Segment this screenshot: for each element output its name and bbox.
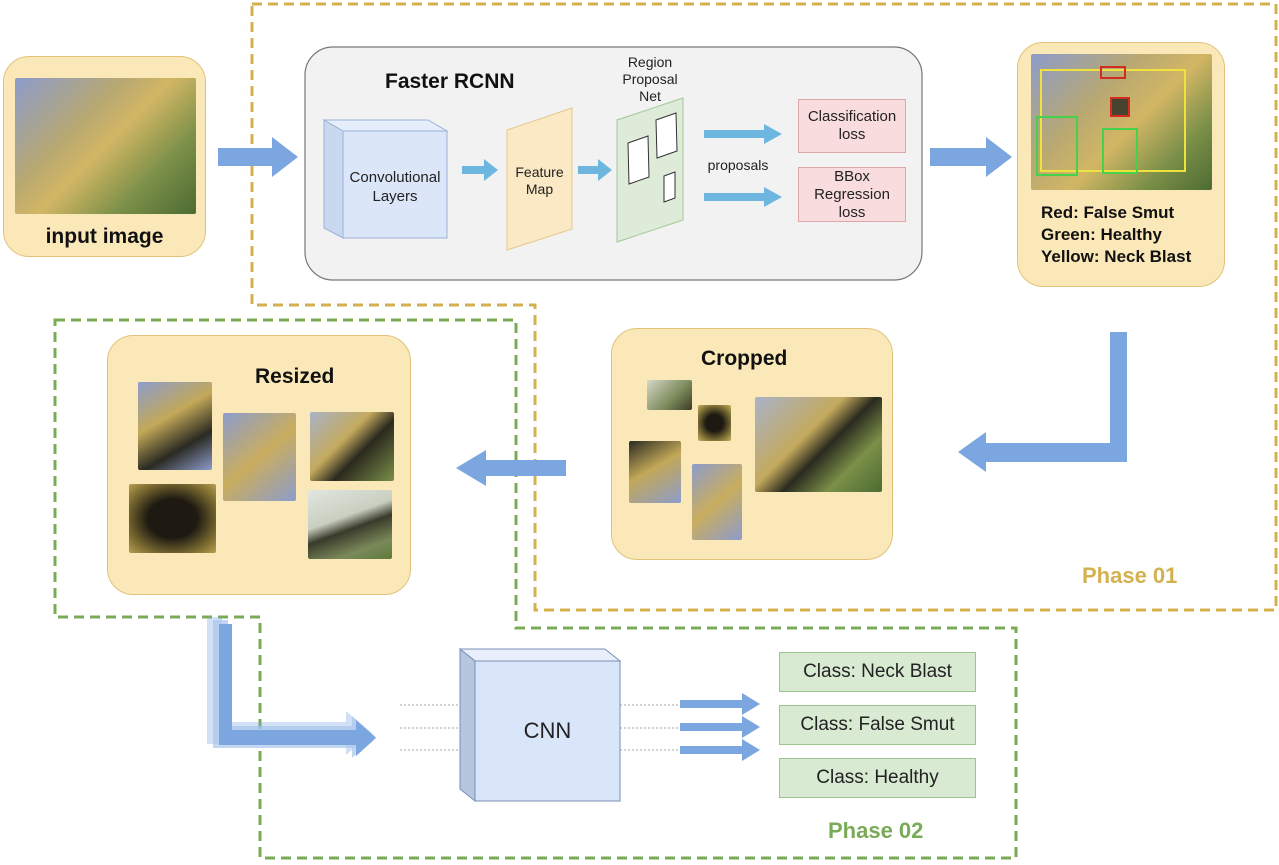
- faster-rcnn-container: [304, 46, 923, 281]
- resized-1: [138, 382, 212, 470]
- detection-photo: [1031, 54, 1212, 190]
- phase2-label: Phase 02: [828, 818, 924, 843]
- crop-1: [647, 380, 692, 410]
- resized-2: [223, 413, 296, 501]
- cnn-label: CNN: [523, 718, 572, 743]
- conv-layers-label: Convolutional Layers: [349, 169, 441, 205]
- input-photo: [15, 78, 196, 214]
- cnn-input-lines: [400, 704, 680, 751]
- class-false-smut: Class: False Smut: [779, 705, 976, 745]
- crop-3: [629, 441, 681, 503]
- rpn-shape: [616, 97, 684, 243]
- resized-title: Resized: [255, 365, 335, 388]
- bbox-red-2: [1110, 97, 1130, 117]
- legend-green: Green: Healthy: [1041, 225, 1162, 244]
- rcnn-arrows: [462, 124, 782, 207]
- flow-arrows: [207, 137, 1127, 761]
- phase1-label: Phase 01: [1082, 563, 1178, 588]
- rpn-label: Region Proposal Net: [622, 54, 678, 104]
- faster-rcnn-title: Faster RCNN: [385, 70, 515, 93]
- class-healthy: Class: Healthy: [779, 758, 976, 798]
- input-image-label: input image: [45, 225, 164, 248]
- classification-loss-box: Classification loss: [798, 99, 906, 153]
- phase1-border: [250, 2, 1278, 612]
- bbox-yellow: [1040, 69, 1186, 172]
- phase2-border: [53, 318, 1018, 860]
- bbox-red-1: [1100, 66, 1126, 79]
- class-neck-blast: Class: Neck Blast: [779, 652, 976, 692]
- cnn-box: [458, 647, 622, 803]
- resized-5: [308, 490, 392, 559]
- feature-map-label: Feature Map: [515, 164, 564, 197]
- bbox-green-2: [1102, 128, 1138, 174]
- crop-2: [698, 405, 731, 441]
- conv-layers-box: [322, 119, 449, 239]
- legend-yellow: Yellow: Neck Blast: [1041, 247, 1192, 266]
- bbox-green-1: [1036, 116, 1078, 176]
- resized-4: [129, 484, 216, 553]
- bbox-regression-loss-box: BBox Regression loss: [798, 167, 906, 222]
- cropped-title: Cropped: [701, 347, 788, 370]
- resized-3: [310, 412, 394, 481]
- feature-map-shape: [506, 107, 573, 251]
- proposals-label: proposals: [707, 157, 769, 173]
- crop-4: [692, 464, 742, 540]
- crop-5: [755, 397, 882, 492]
- legend-red: Red: False Smut: [1041, 203, 1175, 222]
